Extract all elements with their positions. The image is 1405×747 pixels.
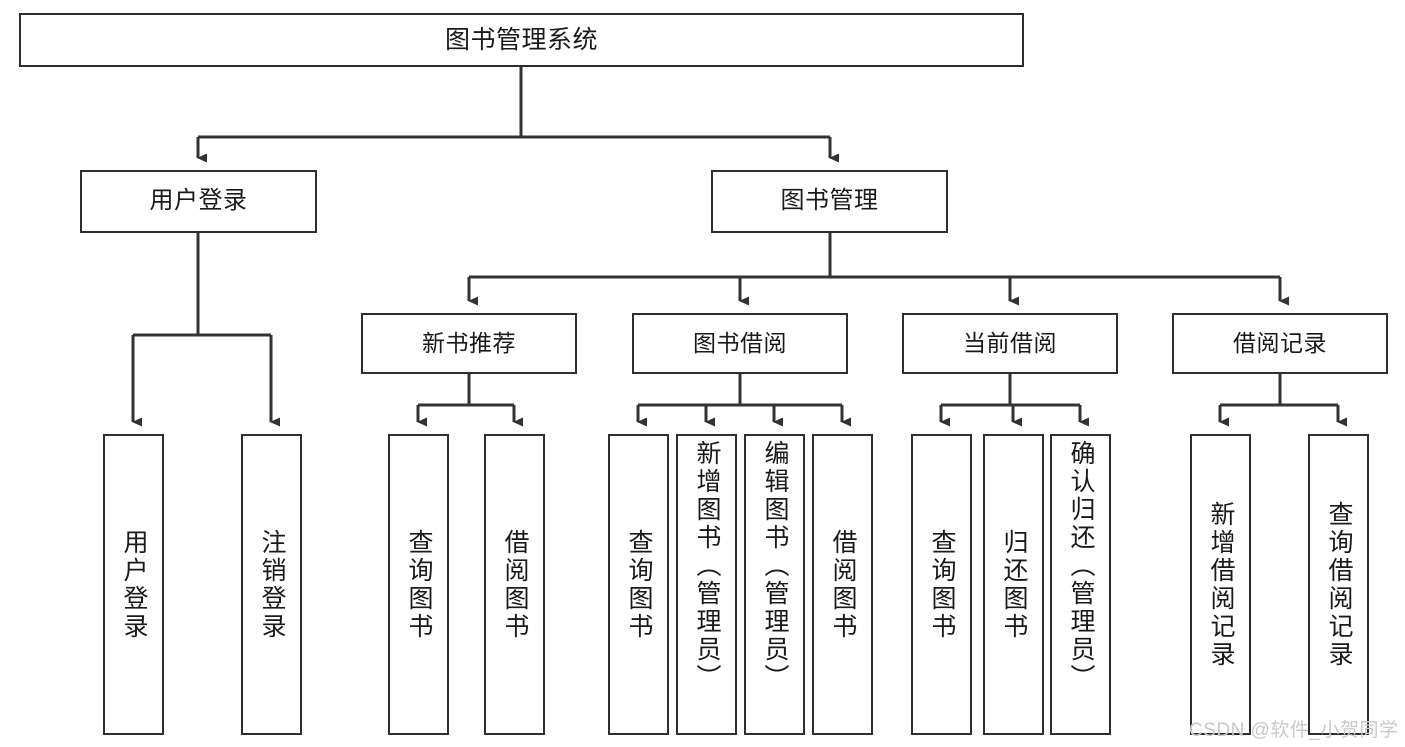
leaf-node[interactable]: 查询图书 [608,434,669,735]
leaf-node[interactable]: 编辑图书（管理员） [744,434,805,735]
node-borrow-records[interactable]: 借阅记录 [1172,313,1388,374]
leaf-node[interactable]: 借阅图书 [812,434,873,735]
node-label: 查询图书 [625,528,653,641]
leaf-node[interactable]: 新增图书（管理员） [676,434,737,735]
node-label: 当前借阅 [963,329,1057,356]
leaf-node[interactable]: 查询图书 [911,434,972,735]
node-book-borrow[interactable]: 图书借阅 [632,313,848,374]
node-label: 图书管理系统 [444,26,598,54]
node-label: 借阅图书 [829,528,857,641]
csdn-watermark: CSDN @软件_小贺同学 [1189,720,1399,741]
node-label: 确认归还（管理员） [1067,440,1095,692]
node-label: 新书推荐 [422,329,516,356]
node-current-borrow[interactable]: 当前借阅 [902,313,1118,374]
node-label: 用户登录 [149,187,248,215]
node-label: 编辑图书（管理员） [761,440,789,692]
node-label: 借阅图书 [501,528,529,641]
leaf-node[interactable]: 新增借阅记录 [1190,434,1251,735]
node-label: 用户登录 [120,528,148,641]
node-label: 借阅记录 [1233,329,1327,356]
node-label: 图书借阅 [693,329,787,356]
node-label: 新增图书（管理员） [693,440,721,692]
node-label: 新增借阅记录 [1207,500,1235,669]
node-label: 归还图书 [1000,528,1028,641]
node-new-book-recommend[interactable]: 新书推荐 [361,313,577,374]
node-book-management[interactable]: 图书管理 [711,170,948,233]
node-root-system[interactable]: 图书管理系统 [19,13,1024,67]
leaf-node[interactable]: 查询图书 [388,434,449,735]
node-label: 注销登录 [258,528,286,641]
leaf-node[interactable]: 确认归还（管理员） [1050,434,1111,735]
leaf-node[interactable]: 用户登录 [103,434,164,735]
leaf-node[interactable]: 注销登录 [241,434,302,735]
node-label: 查询借阅记录 [1325,500,1353,669]
node-user-login[interactable]: 用户登录 [80,170,317,233]
node-label: 查询图书 [405,528,433,641]
leaf-node[interactable]: 查询借阅记录 [1308,434,1369,735]
node-label: 查询图书 [928,528,956,641]
leaf-node[interactable]: 归还图书 [983,434,1044,735]
node-label: 图书管理 [780,187,879,215]
leaf-node[interactable]: 借阅图书 [484,434,545,735]
